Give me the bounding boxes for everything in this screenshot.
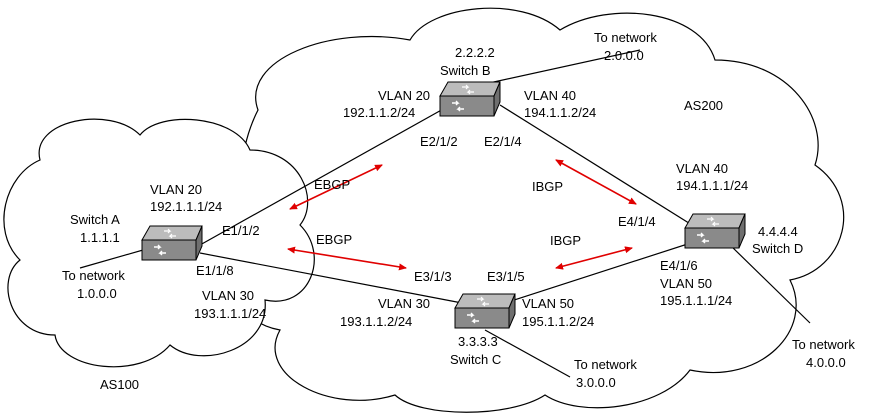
switch-c-port-e313: E3/1/3 <box>414 269 452 284</box>
ebgp-arrow-a-b <box>289 164 383 210</box>
ibgp-arrow-c-d <box>555 246 633 270</box>
switch-a-vlan20-ip: 192.1.1.1/24 <box>150 199 222 214</box>
switch-c-port-e315: E3/1/5 <box>487 269 525 284</box>
link-a-network <box>79 247 151 269</box>
network-c-address: 3.0.0.0 <box>576 375 616 390</box>
network-c-label: To network <box>574 357 637 372</box>
network-d-address: 4.0.0.0 <box>806 355 846 370</box>
switch-c-router-id: 3.3.3.3 <box>458 334 498 349</box>
switch-c-icon <box>454 293 516 329</box>
switch-a-router-id: 1.1.1.1 <box>80 230 120 245</box>
link-a-c <box>199 252 463 304</box>
link-b-network <box>479 49 641 86</box>
link-c-d <box>504 239 701 304</box>
switch-a-name: Switch A <box>70 212 120 227</box>
switch-b-icon <box>439 81 501 117</box>
switch-d-name: Switch D <box>752 241 803 256</box>
switch-c-name: Switch C <box>450 352 501 367</box>
ibgp-label-2: IBGP <box>550 233 581 248</box>
switch-b-name: Switch B <box>440 63 491 78</box>
network-d-label: To network <box>792 337 855 352</box>
switch-d-vlan40-ip: 194.1.1.1/24 <box>676 178 748 193</box>
switch-b-port-e214: E2/1/4 <box>484 134 522 149</box>
switch-b-router-id: 2.2.2.2 <box>455 45 495 60</box>
switch-c-vlan50-name: VLAN 50 <box>522 296 574 311</box>
ibgp-arrow-b-d <box>555 159 637 205</box>
ibgp-label-1: IBGP <box>532 179 563 194</box>
switch-c-vlan50-ip: 195.1.1.2/24 <box>522 314 594 329</box>
switch-d-icon <box>684 213 746 249</box>
ebgp-label-1: EBGP <box>314 177 350 192</box>
network-b-label: To network <box>594 30 657 45</box>
switch-d-router-id: 4.4.4.4 <box>758 224 798 239</box>
as100-label: AS100 <box>100 377 139 392</box>
switch-a-icon <box>141 225 203 261</box>
switch-b-port-e212: E2/1/2 <box>420 134 458 149</box>
switch-b-vlan40-ip: 194.1.1.2/24 <box>524 105 596 120</box>
switch-a-vlan20-name: VLAN 20 <box>150 182 202 197</box>
ebgp-label-2: EBGP <box>316 232 352 247</box>
switch-a-port-e118: E1/1/8 <box>196 263 234 278</box>
switch-a-vlan30-ip: 193.1.1.1/24 <box>194 306 266 321</box>
switch-d-vlan50-name: VLAN 50 <box>660 276 712 291</box>
as200-label: AS200 <box>684 98 723 113</box>
switch-b-vlan20-name: VLAN 20 <box>378 88 430 103</box>
switch-d-vlan40-name: VLAN 40 <box>676 161 728 176</box>
switch-c-vlan30-ip: 193.1.1.2/24 <box>340 314 412 329</box>
link-c-network <box>484 329 571 378</box>
network-b-address: 2.0.0.0 <box>604 48 644 63</box>
as200-cloud <box>231 7 845 413</box>
network-a-address: 1.0.0.0 <box>77 286 117 301</box>
network-a-label: To network <box>62 268 125 283</box>
switch-a-port-e112: E1/1/2 <box>222 223 260 238</box>
switch-d-port-e416: E4/1/6 <box>660 258 698 273</box>
switch-d-vlan50-ip: 195.1.1.1/24 <box>660 293 732 308</box>
link-d-network <box>729 244 811 324</box>
switch-b-vlan20-ip: 192.1.1.2/24 <box>343 105 415 120</box>
switch-b-vlan40-name: VLAN 40 <box>524 88 576 103</box>
switch-d-port-e414: E4/1/4 <box>618 214 656 229</box>
ebgp-arrow-a-c <box>287 246 407 271</box>
switch-c-vlan30-name: VLAN 30 <box>378 296 430 311</box>
switch-a-vlan30-name: VLAN 30 <box>202 288 254 303</box>
